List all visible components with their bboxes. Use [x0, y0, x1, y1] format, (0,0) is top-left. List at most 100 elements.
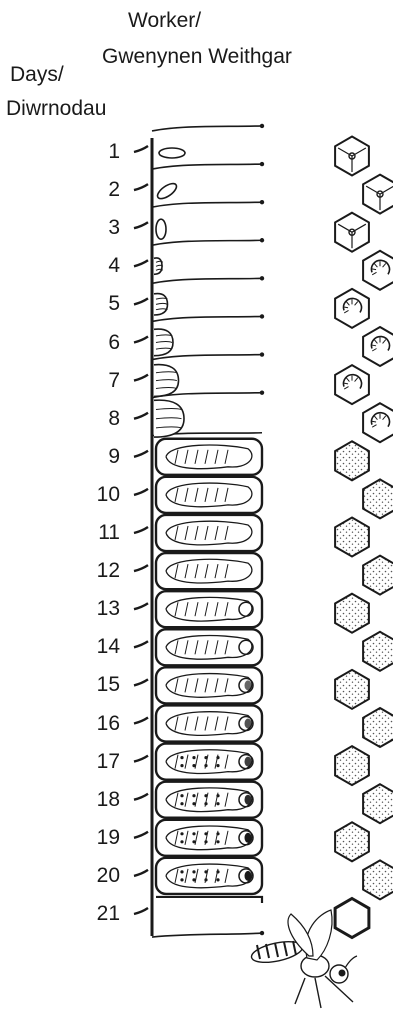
pupa-eye: [245, 757, 252, 767]
brood-cell-day-3: [134, 200, 264, 239]
pupa-shading: [192, 870, 195, 873]
cell-divider: [152, 202, 262, 207]
pupa-eye: [245, 871, 252, 881]
hex-cell: [363, 708, 393, 747]
cell-divider-tip: [260, 931, 264, 935]
cell-divider: [152, 240, 262, 245]
pupa-shading: [204, 878, 207, 881]
cell-tick: [134, 184, 148, 190]
pupa-eye: [245, 795, 252, 805]
hex-cell: [363, 479, 393, 518]
cell-tick: [134, 413, 148, 419]
cell-tick: [134, 527, 148, 533]
brood-cell-day-6: [134, 314, 264, 355]
cell-tick: [134, 565, 148, 571]
cell-divider: [152, 316, 262, 321]
cell-divider-tip: [260, 238, 264, 242]
pupa-shading: [192, 840, 195, 843]
pupa-shading: [204, 832, 207, 835]
hex-cell: [335, 899, 369, 938]
pupa-shading: [204, 802, 207, 805]
bee-leg: [295, 978, 305, 1004]
comb-cell-day-15: [335, 670, 369, 709]
cell-divider: [152, 126, 262, 131]
capped-cell: [156, 629, 262, 665]
hex-cell: [335, 594, 369, 633]
capped-cell: [156, 439, 262, 475]
pupa-shading: [192, 756, 195, 759]
cell-divider: [152, 355, 262, 360]
comb-cell-day-9: [335, 441, 369, 480]
brood-cell-day-5: [134, 276, 264, 315]
comb-cell-day-12: [363, 556, 393, 595]
cell-tick: [134, 641, 148, 647]
hex-cell: [335, 365, 369, 404]
hex-cell: [335, 518, 369, 557]
egg-icon: [155, 181, 179, 202]
pupa-shading: [216, 756, 219, 759]
pupa-shading: [180, 794, 183, 797]
pupa-shading: [216, 764, 219, 767]
hex-cell: [363, 251, 393, 290]
hex-cell: [363, 784, 393, 823]
pupa-shading: [204, 756, 207, 759]
comb-cell-day-17: [335, 746, 369, 785]
capped-cell: [156, 553, 262, 589]
comb-cell-day-5: [335, 289, 369, 328]
cell-divider-tip: [260, 162, 264, 166]
comb-cell-day-6: [363, 327, 393, 366]
cell-tick: [134, 375, 148, 381]
pupa-shading: [192, 832, 195, 835]
cell-tick: [134, 794, 148, 800]
cell-divider: [152, 278, 262, 283]
comb-cell-day-14: [363, 632, 393, 671]
comb-cell-day-3: [335, 213, 369, 252]
brood-cell-day-8: [134, 390, 264, 437]
cell-tick: [134, 146, 148, 152]
hex-cell: [363, 860, 393, 899]
cell-divider: [152, 164, 262, 169]
cell-tick: [134, 908, 148, 914]
pupa-shading: [204, 840, 207, 843]
hex-cell: [363, 403, 393, 442]
comb-cell-day-21: [335, 899, 369, 938]
comb-cell-day-10: [363, 479, 393, 518]
empty-cell-bottom: [152, 933, 262, 937]
pupa-shading: [192, 878, 195, 881]
pupa-shading: [216, 840, 219, 843]
pupa-shading: [180, 764, 183, 767]
comb-cell-day-13: [335, 594, 369, 633]
hex-cell: [335, 670, 369, 709]
capped-cell: [156, 591, 262, 627]
side-view-cells: [134, 124, 264, 937]
pupa-eye: [245, 719, 252, 729]
cell-tick: [134, 832, 148, 838]
cell-tick: [134, 222, 148, 228]
cell-tick: [134, 489, 148, 495]
comb-cell-day-11: [335, 518, 369, 557]
pupa-shading: [180, 756, 183, 759]
cell-tick: [134, 451, 148, 457]
cell-divider-tip: [260, 352, 264, 356]
capped-cell: [156, 477, 262, 513]
pupa-shading: [216, 794, 219, 797]
comb-cell-day-4: [363, 251, 393, 290]
egg-icon: [156, 219, 166, 239]
cell-divider-tip: [260, 390, 264, 394]
hex-cell: [335, 822, 369, 861]
pupa-shading: [204, 764, 207, 767]
brood-cell-day-2: [134, 162, 264, 202]
larva-icon: [154, 258, 162, 274]
cell-tick: [134, 718, 148, 724]
empty-cell-top: [156, 897, 262, 903]
cell-divider-tip: [260, 314, 264, 318]
bee-eye: [339, 970, 346, 977]
brood-cell-day-7: [134, 352, 264, 396]
pupa-shading: [216, 802, 219, 805]
pupa-shading: [204, 794, 207, 797]
pupa-shading: [192, 764, 195, 767]
bee-leg: [315, 978, 321, 1008]
pupa-shading: [216, 832, 219, 835]
cell-tick: [134, 870, 148, 876]
